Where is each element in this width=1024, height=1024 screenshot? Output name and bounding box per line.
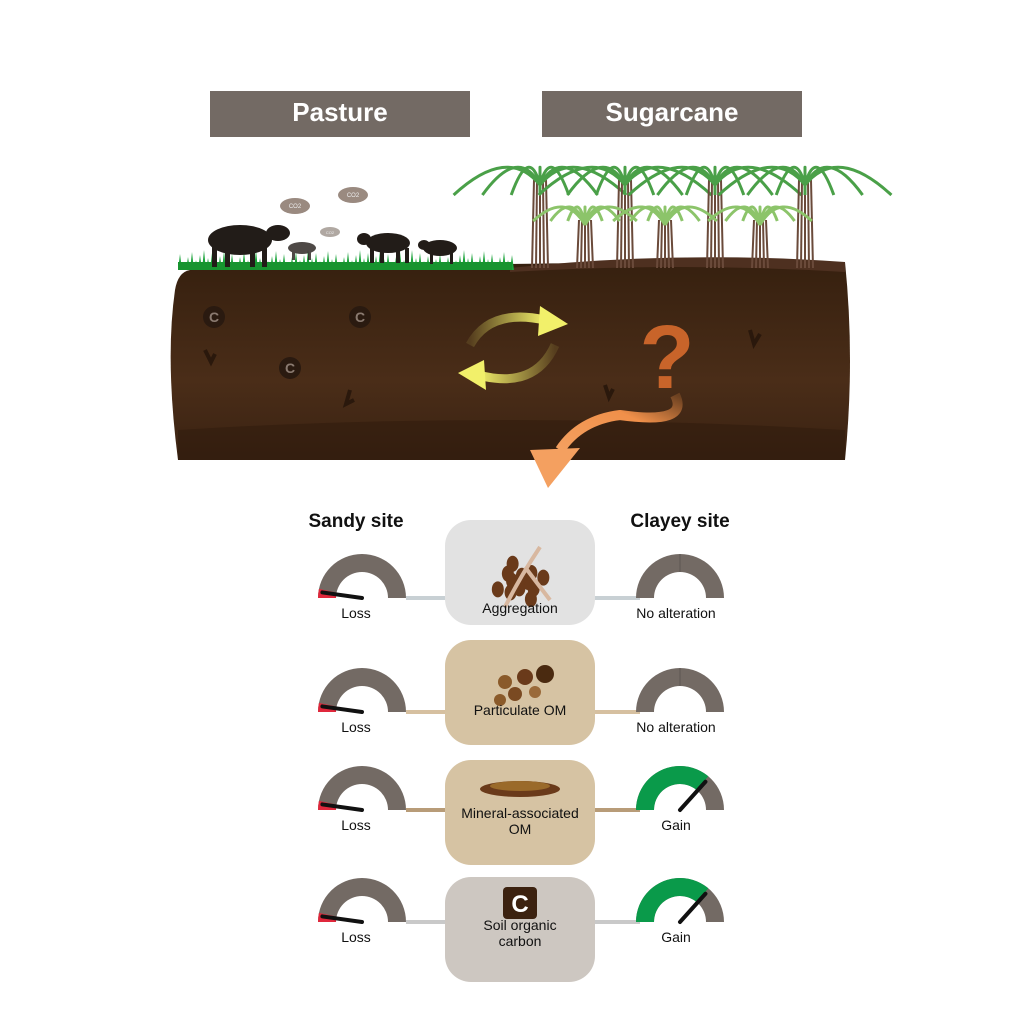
sugarcane-plant-icon [612,205,718,269]
svg-text:CO2: CO2 [289,204,302,210]
sugarcane-plant-icon [707,205,813,269]
svg-text:C: C [209,309,219,325]
svg-text:C: C [355,309,365,325]
carbon-symbol: C [511,891,528,918]
row-particulate-om: Particulate OM Loss No alteration [318,640,724,745]
soil-block [170,257,851,460]
sandy-gauge-loss [318,668,406,714]
sugarcane-plant-icon [537,165,713,269]
carbon-icon: C [279,357,301,379]
svg-text:CO2: CO2 [347,193,360,199]
clayey-gauge-gain [636,765,724,812]
aggregation-icon [491,545,552,608]
mineral-associated-om-label: OM [509,821,532,837]
soil-organic-carbon-box [445,877,595,982]
cattle [208,225,457,267]
clayey-gauge-none [636,668,724,712]
carbon-icon: C [203,306,225,328]
clayey-result-label: No alteration [636,719,715,735]
sugarcane-plant-icon [717,165,893,269]
clayey-site-heading: Clayey site [630,511,729,532]
co2-cloud: CO2 [320,227,340,237]
cycle-arrows-icon [458,306,568,390]
soil-organic-carbon-label: Soil organic [483,917,556,933]
clayey-gauge-gain [636,877,724,924]
carbon-icon: C [349,306,371,328]
mineral-associated-om-label: Mineral-associated [461,805,579,821]
sugarcane-plant-icon [532,205,638,269]
gauge-needle [320,914,364,924]
clayey-result-label: No alteration [636,605,715,621]
clayey-gauge-none [636,554,724,598]
root-fragments [203,329,762,408]
sandy-result-label: Loss [341,605,371,621]
cow-icon [208,225,290,267]
gauge-needle [678,891,708,924]
calf-icon [288,242,316,260]
gauge-needle [678,779,708,812]
sandy-result-label: Loss [341,817,371,833]
sugarcane-plant-icon [627,165,803,269]
particulate-om-icon [494,665,554,706]
svg-text:C: C [285,360,295,376]
sugarcane-header: Sugarcane [542,91,802,137]
soil-organic-carbon-label: carbon [499,933,542,949]
sandy-result-label: Loss [341,719,371,735]
pasture-title: Pasture [292,97,387,127]
sugarcane-plants [452,165,893,269]
clayey-result-label: Gain [661,817,691,833]
co2-cloud: CO2 [280,198,310,214]
particulate-om-label: Particulate OM [474,702,567,718]
cow-icon [357,233,410,263]
svg-text:CO2: CO2 [326,230,335,235]
cow-icon [418,240,457,264]
row-aggregation: Aggregation Loss No alteration [318,520,724,625]
carbon-markers: C C C [203,306,762,408]
gauge-needle [320,590,364,600]
aggregation-label: Aggregation [482,600,558,616]
question-mark: ? [640,308,695,408]
grass [178,250,514,270]
sandy-gauge-loss [318,766,406,812]
down-arrow-icon [530,392,683,488]
soil-organic-carbon-icon: C [503,887,537,919]
co2-cloud: CO2 [338,187,368,203]
sandy-site-heading: Sandy site [308,511,403,532]
mineral-associated-om-icon [480,781,560,797]
pasture-header: Pasture [210,91,470,137]
sugarcane-title: Sugarcane [606,97,739,127]
clayey-result-label: Gain [661,929,691,945]
gauge-needle [320,704,364,714]
gauge-needle [320,802,364,812]
sandy-gauge-loss [318,554,406,600]
sandy-result-label: Loss [341,929,371,945]
sandy-gauge-loss [318,878,406,924]
